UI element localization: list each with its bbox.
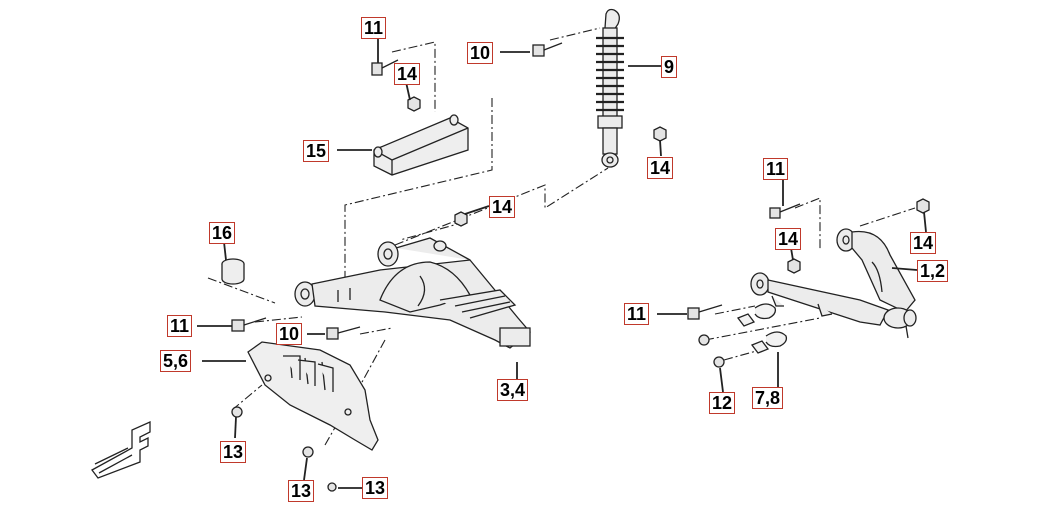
callout-13-screw-b: 13 [288,480,315,502]
front-direction-arrow [91,420,151,479]
callout-14-right-nut-b: 14 [910,232,937,254]
callout-16-bushing: 16 [209,222,236,244]
assembly-lines [207,27,916,446]
callout-11-right-bolt: 11 [624,303,650,325]
callout-1-2-upper-arm: 1,2 [917,260,949,282]
bracket-15 [373,114,469,176]
callout-10-bottom-bolt: 10 [276,323,303,345]
callout-7-8-clamp: 7,8 [752,387,784,409]
callout-14-top-nut: 14 [394,63,421,85]
callout-14-shock-nut: 14 [647,157,674,179]
callout-9-shock-absorber: 9 [661,56,678,78]
callout-13-screw-c: 13 [362,477,389,499]
callout-10-top-bolt: 10 [467,42,494,64]
callout-11-top-bolt: 11 [361,17,387,39]
leader-lines [197,38,927,489]
lower-a-arm [294,237,531,349]
skid-plate [247,341,379,451]
bolts [231,42,930,492]
callout-3-4-lower-arm: 3,4 [497,379,529,401]
clamps [736,303,788,354]
bushing-16 [221,258,245,285]
shock-absorber [596,8,624,168]
callout-13-screw-a: 13 [220,441,247,463]
callout-11-right-top-bolt: 11 [763,158,789,180]
callout-11-left-bolt: 11 [167,315,193,337]
callout-12-screw: 12 [709,392,736,414]
callout-15-bracket: 15 [303,140,330,162]
upper-a-arm [750,228,917,339]
callout-14-right-nut-a: 14 [775,228,802,250]
callout-14-mid-nut: 14 [489,196,516,218]
callout-5-6-skid-plate: 5,6 [160,350,192,372]
